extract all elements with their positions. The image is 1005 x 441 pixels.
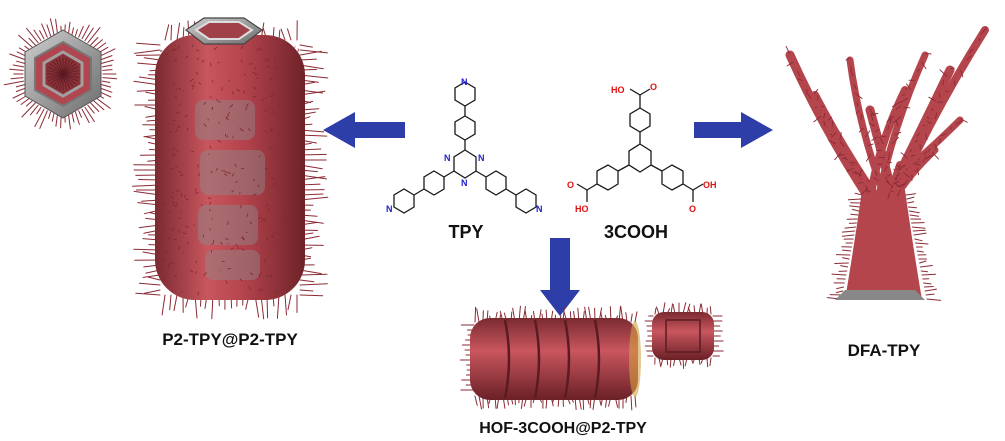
tpy-molecule <box>393 81 537 214</box>
hexagonal-cross-section <box>3 18 118 130</box>
oxygen-top: O <box>650 82 657 92</box>
small-nanocylinder <box>644 302 724 369</box>
nitrogen-atom-left: N <box>386 204 393 214</box>
dfa-tpy-branched-structure <box>785 26 989 301</box>
nitrogen-atom-triazine-1: N <box>444 153 451 163</box>
hydroxyl-top: HO <box>611 85 625 95</box>
label-dfa-tpy: DFA-TPY <box>847 341 921 360</box>
hof-3cooh-nanorod <box>460 305 641 411</box>
label-p2-tpy-at-p2-tpy: P2-TPY@P2-TPY <box>162 330 298 349</box>
hydroxyl-left: HO <box>575 204 589 214</box>
nitrogen-atom-triazine-2: N <box>478 153 485 163</box>
nitrogen-atom-right: N <box>536 204 543 214</box>
hydroxyl-right: OH <box>703 180 717 190</box>
oxygen-left: O <box>567 180 574 190</box>
arrow-left <box>323 112 405 148</box>
label-hof-3cooh-at-p2-tpy: HOF-3COOH@P2-TPY <box>479 420 647 437</box>
arrow-down <box>540 238 580 316</box>
p2-tpy-nanorod <box>132 17 329 320</box>
3cooh-molecule <box>576 88 704 202</box>
arrow-right <box>694 112 773 148</box>
label-tpy: TPY <box>448 222 484 242</box>
label-3cooh: 3COOH <box>603 222 669 242</box>
nitrogen-atom-triazine-3: N <box>461 178 468 188</box>
nitrogen-atom-top: N <box>461 77 468 87</box>
oxygen-right: O <box>689 204 696 214</box>
